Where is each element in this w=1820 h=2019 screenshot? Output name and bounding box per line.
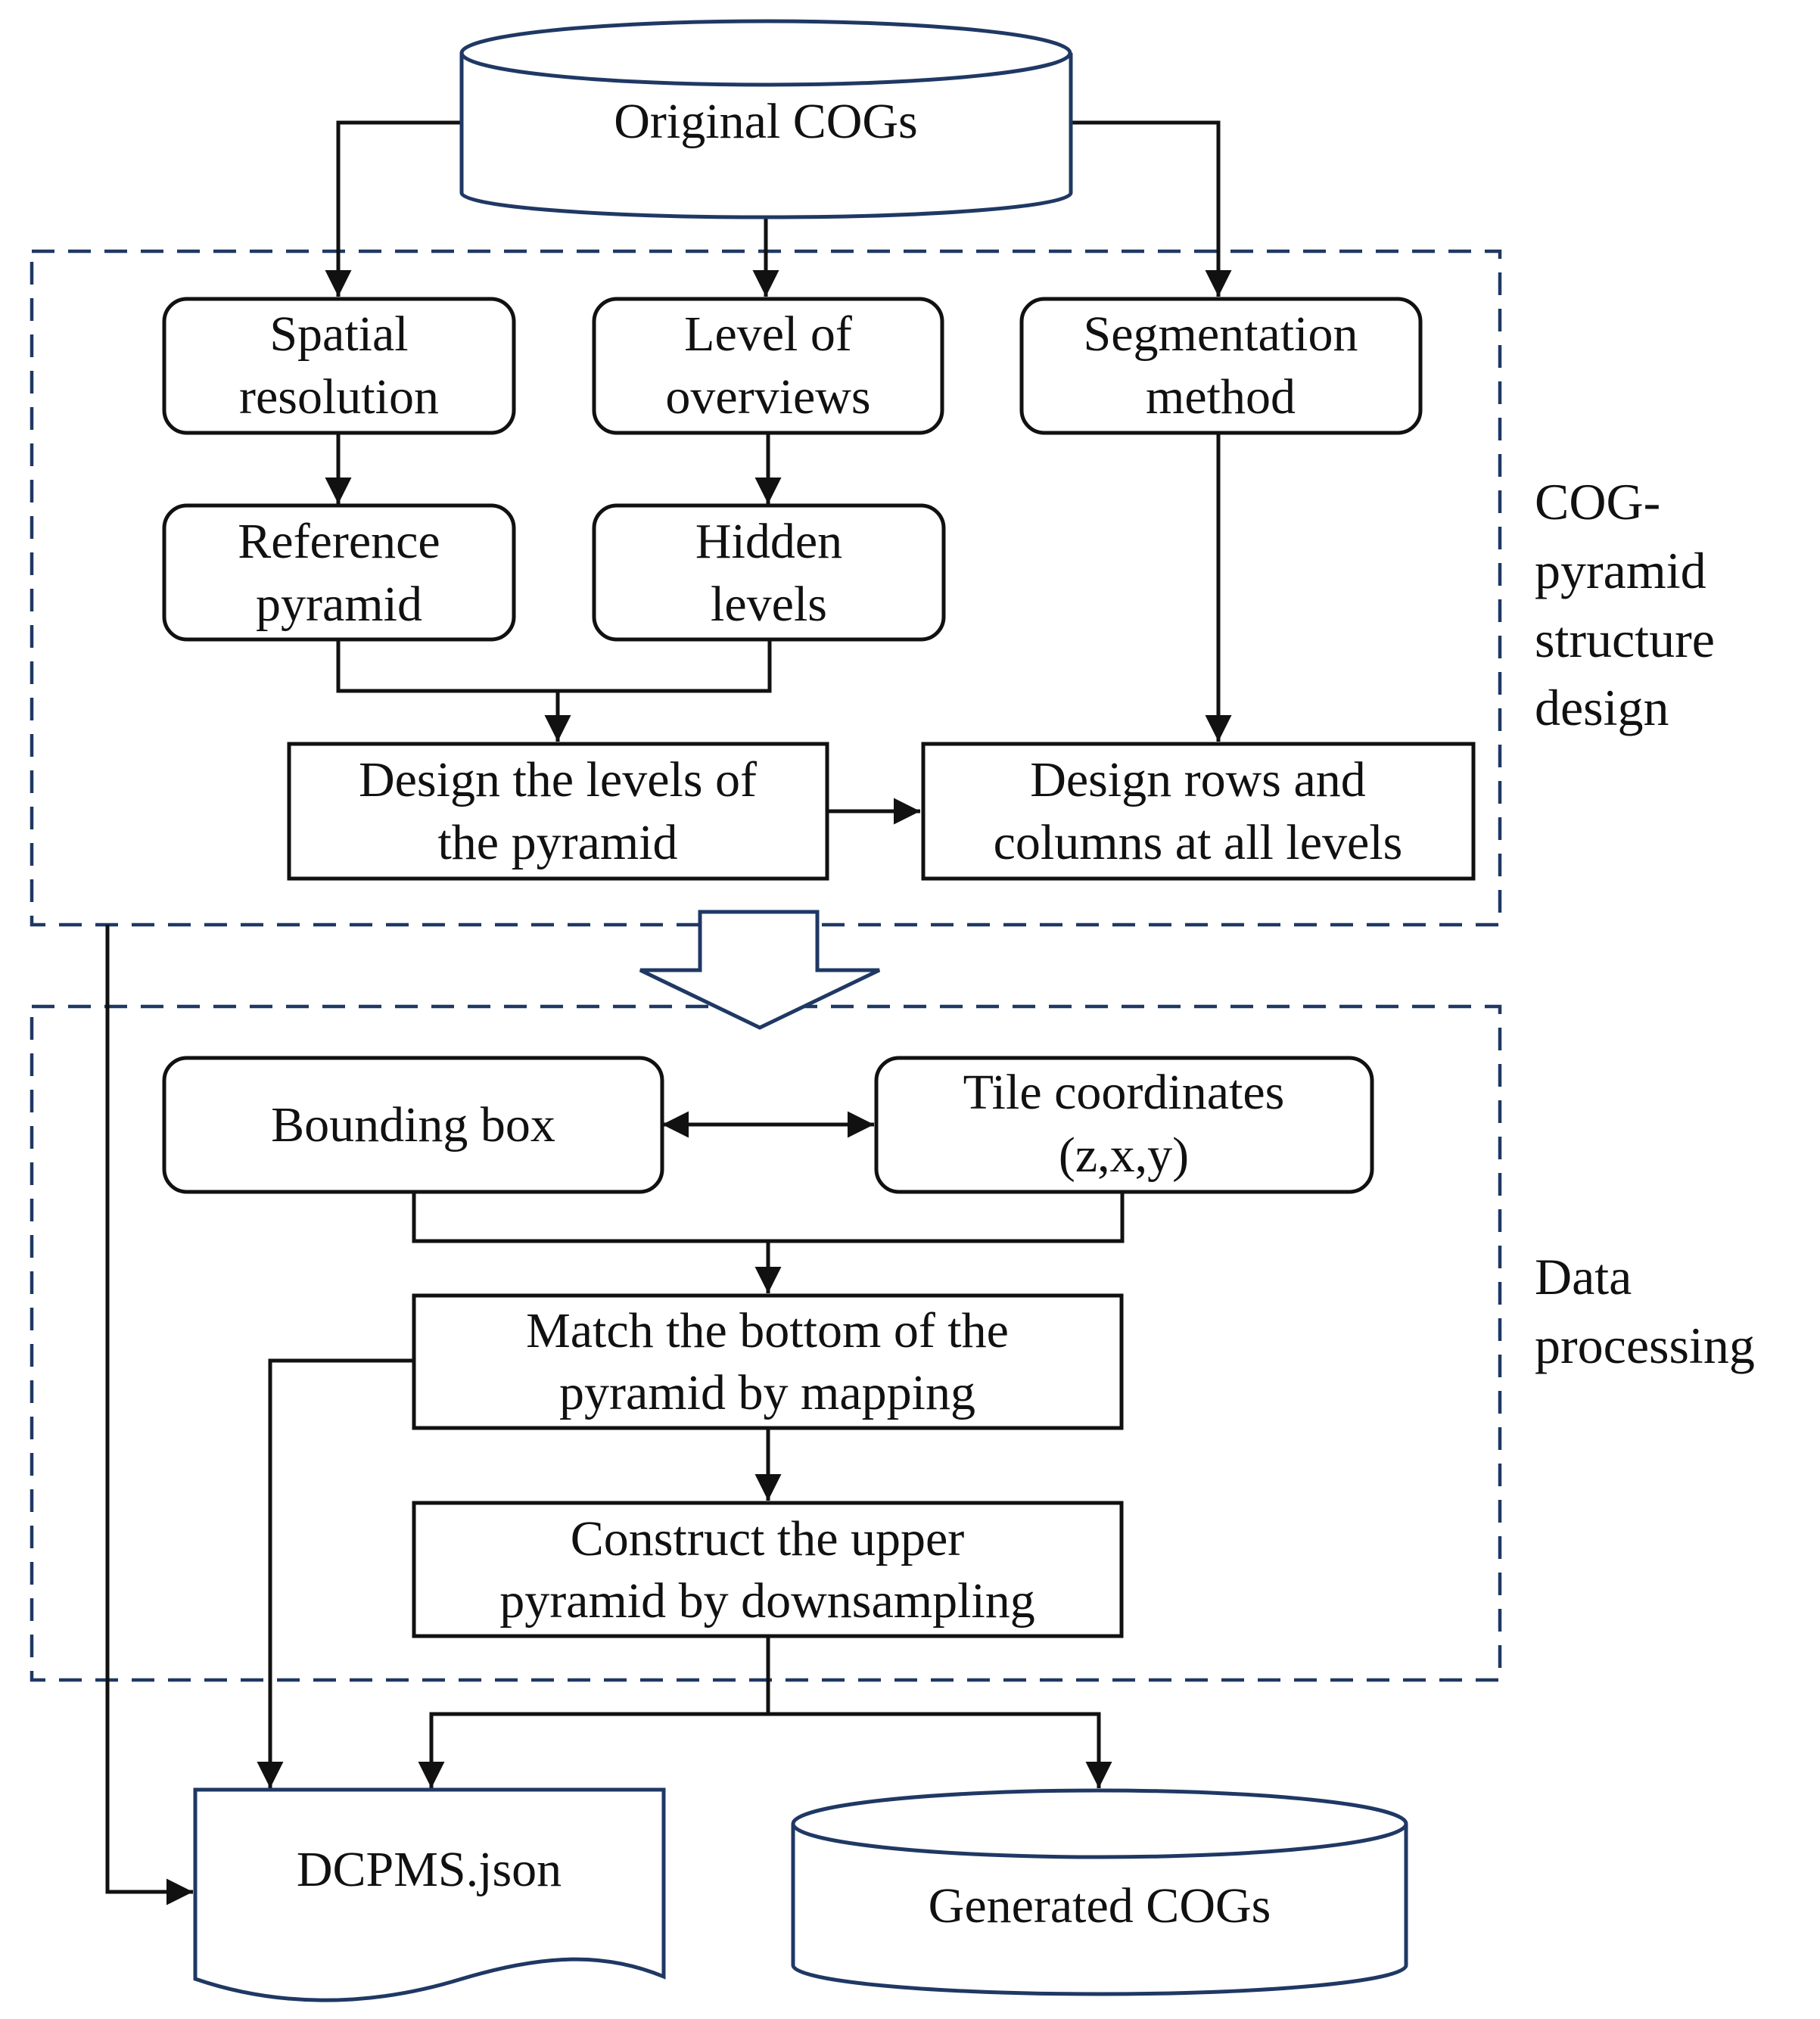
arrow-construct-to-json <box>418 1636 770 1788</box>
structure-design-group-label: COG- pyramid structure design <box>1535 473 1715 736</box>
level-of-overviews-node: Level of overviews <box>592 297 944 435</box>
generated-cogs-label: Generated COGs <box>929 1878 1271 1933</box>
spatial-resolution-line-2: resolution <box>239 369 439 425</box>
construct-upper-line-1: Construct the upper <box>571 1511 965 1566</box>
arrow-original-to-segmentation <box>1071 120 1232 297</box>
reference-pyramid-line-1: Reference <box>238 514 440 569</box>
design-rows-columns-node: Design rows and columns at all levels <box>921 742 1476 881</box>
design-rows-line-2: columns at all levels <box>994 815 1403 870</box>
merge-line-reference-hidden <box>336 639 772 693</box>
segmentation-method-line-2: method <box>1146 369 1296 425</box>
level-of-overviews-line-1: Level of <box>684 306 852 362</box>
structure-design-label-line-1: COG- <box>1535 473 1660 530</box>
arrow-original-to-spatial <box>325 120 462 297</box>
generated-cogs-database: Generated COGs <box>791 1788 1408 1996</box>
bounding-box-node: Bounding box <box>162 1056 664 1194</box>
match-bottom-line-2: pyramid by mapping <box>559 1365 975 1420</box>
transition-arrow <box>639 910 881 1030</box>
arrow-match-to-json <box>257 1358 414 1788</box>
construct-upper-line-2: pyramid by downsampling <box>499 1573 1035 1629</box>
segmentation-method-line-1: Segmentation <box>1084 306 1358 362</box>
spatial-resolution-node: Spatial resolution <box>162 297 516 435</box>
structure-design-label-line-3: structure <box>1535 611 1715 668</box>
arrow-structure-to-json <box>105 925 193 1905</box>
structure-design-label-line-4: design <box>1535 679 1669 736</box>
bounding-box-label: Bounding box <box>271 1097 555 1153</box>
dcpms-json-document: DCPMS.json <box>193 1787 666 2002</box>
design-rows-line-1: Design rows and <box>1030 752 1366 807</box>
connectors <box>105 120 1232 1905</box>
data-processing-label-line-1: Data <box>1535 1248 1632 1305</box>
level-of-overviews-line-2: overviews <box>665 369 870 425</box>
merge-line-bbox-tile <box>412 1192 1125 1243</box>
hidden-levels-node: Hidden levels <box>592 503 946 642</box>
segmentation-method-node: Segmentation method <box>1019 297 1423 435</box>
design-levels-line-1: Design the levels of <box>359 752 757 807</box>
construct-upper-node: Construct the upper pyramid by downsampl… <box>412 1501 1124 1638</box>
original-cogs-database: Original COGs <box>459 19 1073 219</box>
tile-coordinates-line-1: Tile coordinates <box>963 1065 1285 1120</box>
reference-pyramid-line-2: pyramid <box>256 577 422 632</box>
dcpms-json-label: DCPMS.json <box>297 1842 562 1897</box>
design-levels-line-2: the pyramid <box>437 815 677 870</box>
design-levels-node: Design the levels of the pyramid <box>287 742 829 881</box>
data-processing-label-line-2: processing <box>1535 1317 1755 1374</box>
hidden-levels-line-2: levels <box>711 577 827 632</box>
original-cogs-label: Original COGs <box>614 94 917 149</box>
hidden-levels-line-1: Hidden <box>695 514 842 569</box>
match-bottom-node: Match the bottom of the pyramid by mappi… <box>412 1293 1124 1430</box>
tile-coordinates-line-2: (z,x,y) <box>1059 1128 1189 1183</box>
reference-pyramid-node: Reference pyramid <box>162 503 516 642</box>
match-bottom-line-1: Match the bottom of the <box>526 1303 1009 1358</box>
tile-coordinates-node: Tile coordinates (z,x,y) <box>874 1056 1374 1194</box>
data-processing-group-label: Data processing <box>1535 1248 1755 1374</box>
spatial-resolution-line-1: Spatial <box>269 306 408 362</box>
arrow-construct-to-generated <box>768 1712 1112 1788</box>
structure-design-label-line-2: pyramid <box>1535 542 1706 599</box>
